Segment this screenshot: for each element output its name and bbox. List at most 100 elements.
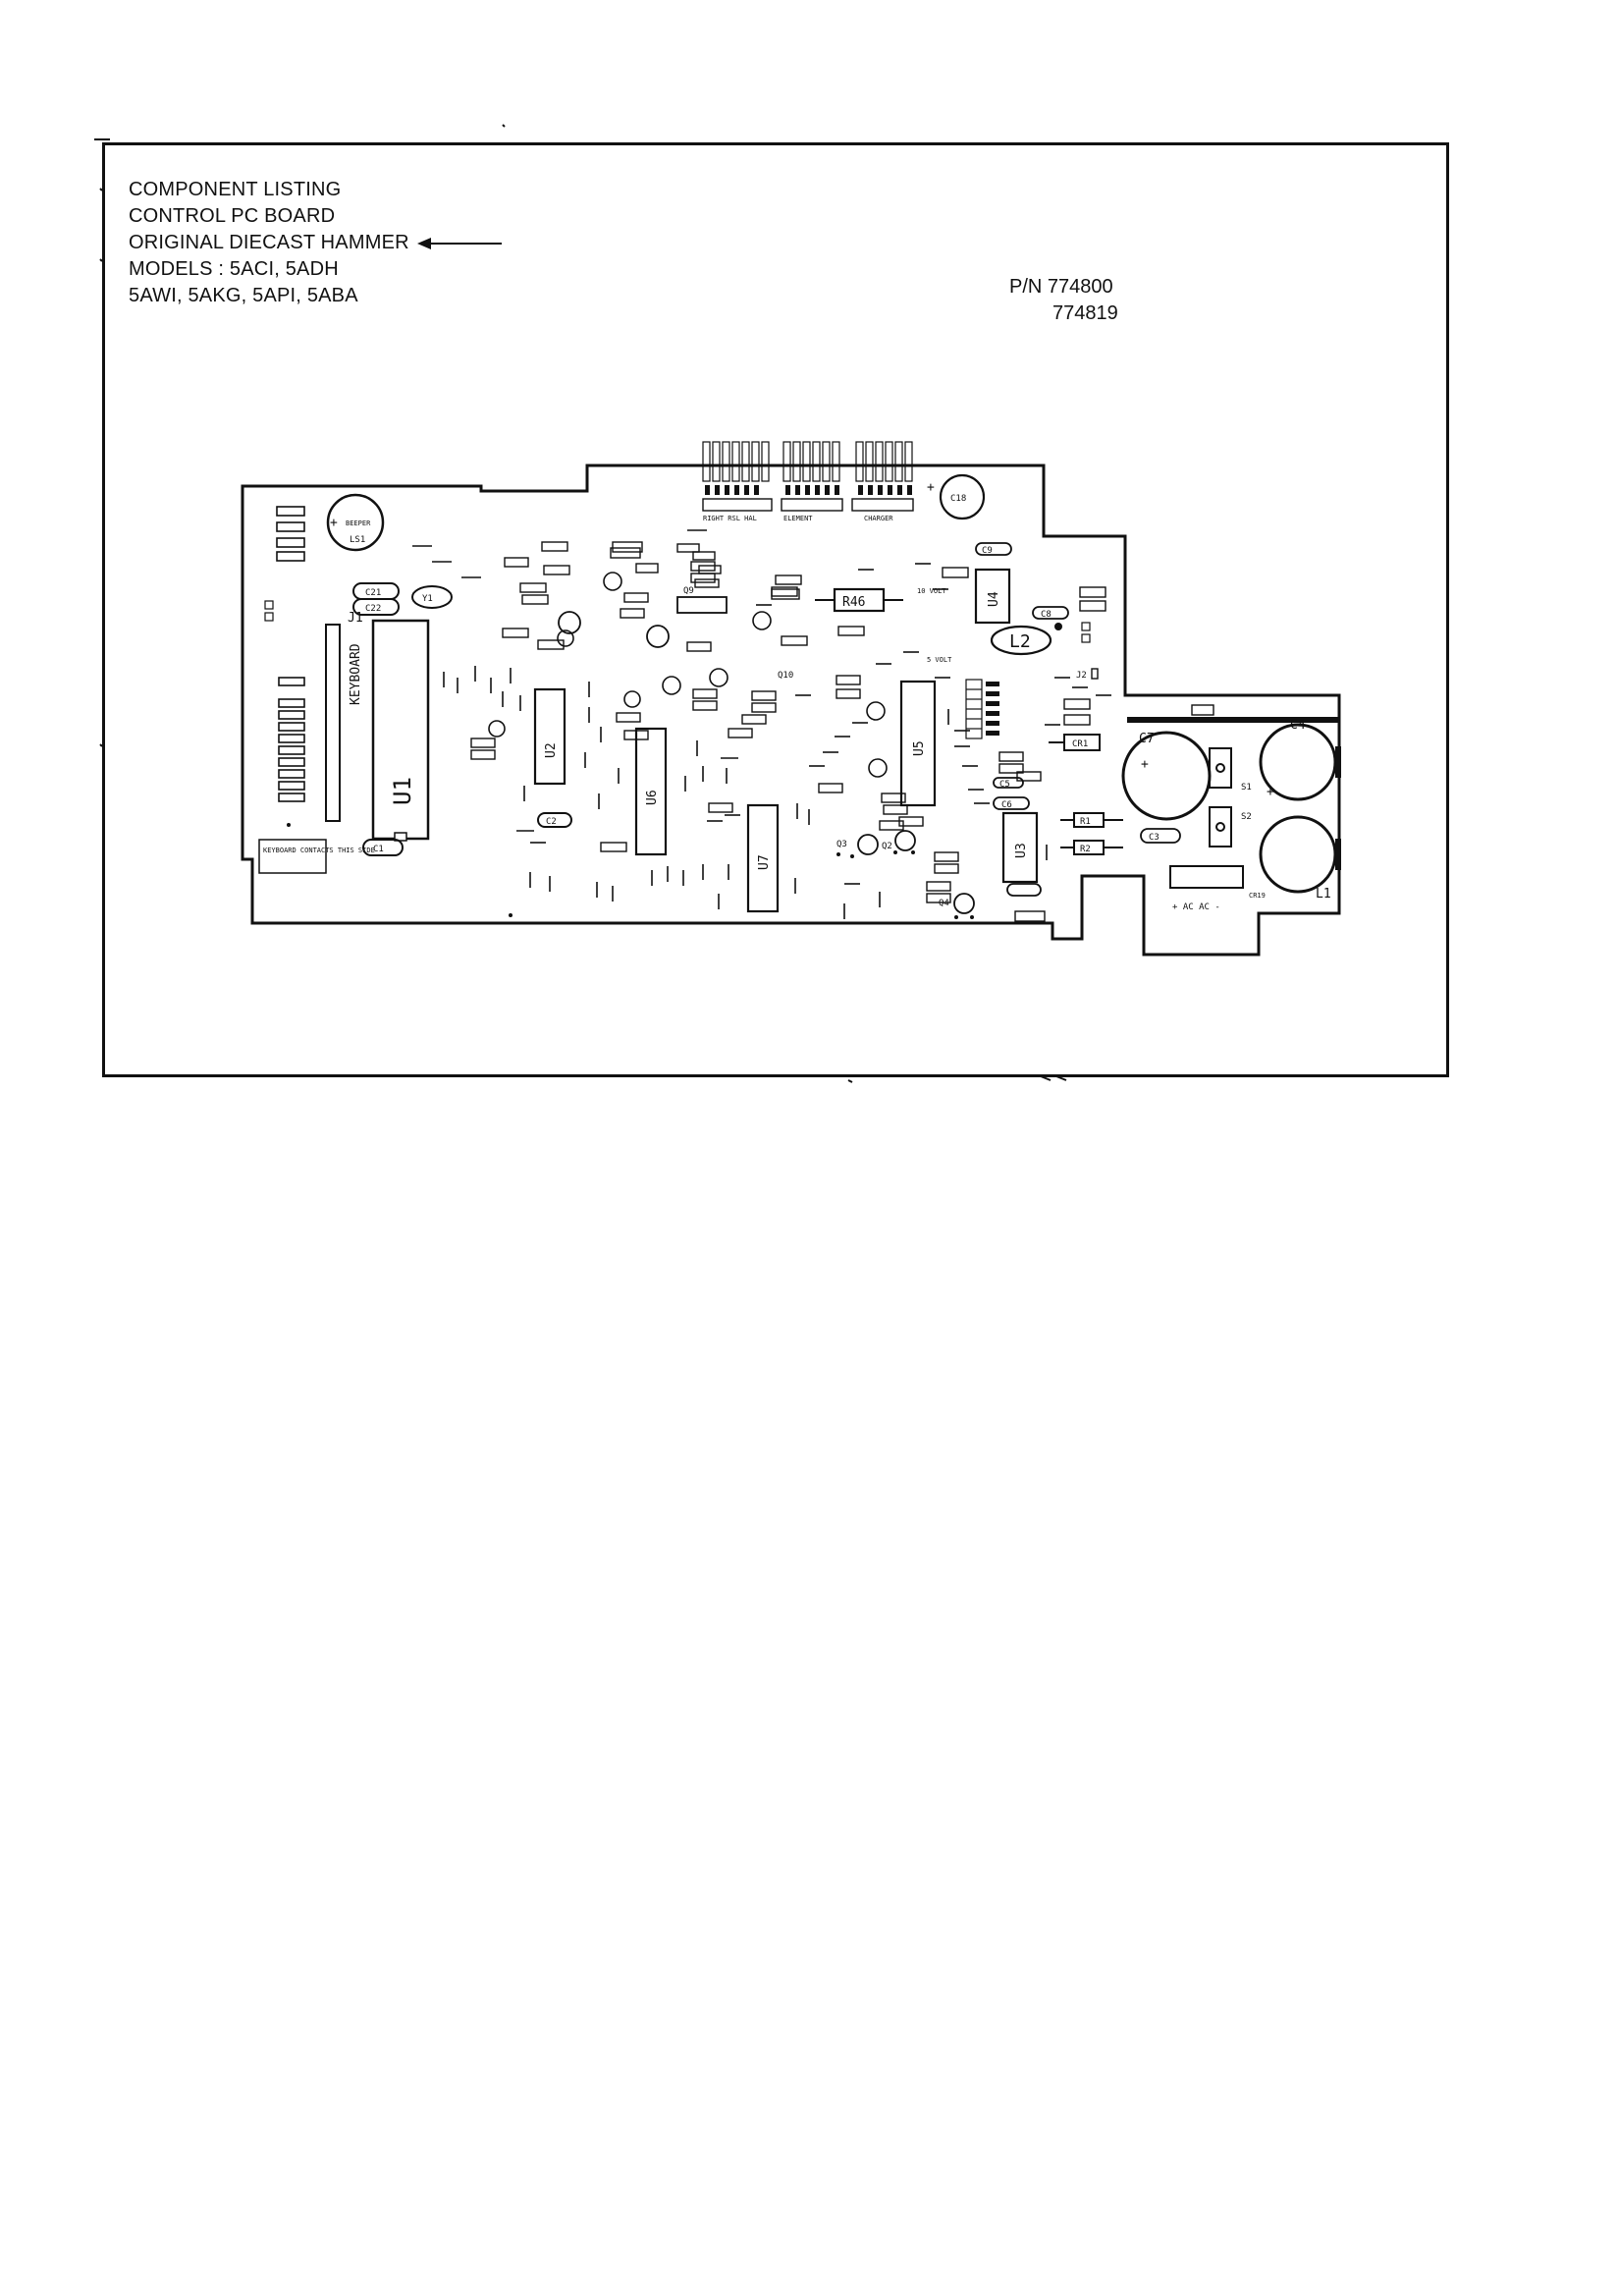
element-label: ELEMENT [783, 515, 813, 522]
ic-u6: U6 [634, 727, 668, 856]
part-number-block: P/N 774800 774819 [1009, 274, 1118, 327]
header-models: MODELS : 5ACI, 5ADH [129, 258, 339, 280]
top-connector-pads [705, 485, 912, 495]
c8-label: C8 [1041, 610, 1052, 620]
s1-label: S1 [1241, 783, 1252, 793]
svg-text:+: + [927, 480, 935, 495]
cap-c4: C4 + [1259, 718, 1341, 801]
crystal-group [352, 582, 453, 616]
q10-label: Q10 [778, 671, 793, 681]
connector-j1: J1 KEYBOARD [325, 611, 363, 822]
c1-label: C1 [373, 845, 384, 854]
c6-label: C6 [1001, 800, 1012, 810]
keyboard-label: KEYBOARD [349, 643, 363, 705]
keyboard-contacts-box: KEYBOARD CONTACTS THIS SIDE [258, 839, 375, 874]
beeper-ls1: BEEPER LS1 + [326, 493, 385, 552]
inductor-l2: L2 [990, 623, 1062, 656]
top-connector-pins [702, 441, 913, 482]
scan-marks [94, 124, 1067, 1083]
resistor-r46: R46 [815, 587, 903, 613]
header-subtitle: CONTROL PC BOARD [129, 205, 336, 227]
ten-volt-label: 10 VOLT [917, 587, 946, 595]
board-outline [241, 464, 1341, 957]
jumper-array [965, 679, 983, 739]
header-block: COMPONENT LISTING CONTROL PC BOARD ORIGI… [129, 177, 504, 309]
u3-label: U3 [1014, 843, 1029, 858]
c7-label: C7 [1139, 732, 1155, 746]
q3-label: Q3 [836, 840, 847, 849]
switches [1209, 747, 1232, 847]
q4-label: Q4 [939, 899, 949, 908]
small-round-parts [488, 572, 888, 778]
ic-u2: U2 [533, 687, 566, 786]
header-title: COMPONENT LISTING [129, 179, 342, 200]
ls1-label: LS1 [350, 535, 365, 545]
heatsink-bar [1127, 717, 1339, 723]
u6-label: U6 [645, 790, 660, 805]
u7-label: U7 [757, 854, 772, 870]
drawing-frame [102, 142, 1449, 1077]
c2-label: C2 [546, 817, 557, 827]
top-connector-sockets [702, 498, 914, 512]
r2-label: R2 [1080, 845, 1091, 854]
cap-c7: C7 + [1121, 731, 1212, 821]
l1-label: L1 [1316, 887, 1331, 902]
resistor-cluster [470, 541, 1214, 922]
c5-label: C5 [999, 780, 1010, 790]
c21-label: C21 [365, 588, 381, 598]
diode-resistor-group [1049, 734, 1123, 855]
ic-u7: U7 [746, 803, 780, 913]
cr19-label: CR19 [1249, 892, 1266, 900]
c22-label: C22 [365, 604, 381, 614]
u4-label: U4 [987, 591, 1001, 607]
u1-label: U1 [389, 777, 416, 805]
jumper-wires [412, 529, 1111, 919]
right-rsl-hal-label: RIGHT RSL HAL [703, 515, 757, 522]
ac-terminal: + AC AC - CR19 [1169, 865, 1266, 912]
l2-label: L2 [1009, 631, 1031, 652]
c3-label: C3 [1149, 833, 1160, 843]
ac-label: + AC AC - [1172, 902, 1220, 912]
u2-label: U2 [544, 742, 559, 758]
y1-label: Y1 [422, 594, 433, 604]
cr1-label: CR1 [1072, 739, 1088, 749]
ic-u3: U3 [1001, 811, 1039, 884]
ic-u4: U4 [974, 568, 1011, 625]
transistors [558, 596, 975, 914]
beeper-label: BEEPER [346, 519, 371, 527]
svg-text:+: + [330, 516, 338, 530]
svg-text:+: + [1141, 757, 1149, 772]
header-hammer-line: ORIGINAL DIECAST HAMMER [129, 230, 504, 256]
header-models-2: 5AWI, 5AKG, 5API, 5ABA [129, 285, 358, 306]
charger-label: CHARGER [864, 515, 893, 522]
keyboard-contacts-text: KEYBOARD CONTACTS THIS SIDE [263, 847, 375, 854]
inductor-l1: L1 [1259, 815, 1341, 902]
j2-label: J2 [1076, 671, 1087, 681]
jumper-array-fill [986, 682, 999, 736]
pad-dots [287, 823, 974, 919]
five-volt-label: 5 VOLT [927, 656, 952, 664]
u5-label: U5 [912, 740, 927, 756]
caps-c1-c2 [362, 812, 572, 856]
diode-cluster [610, 543, 800, 600]
header-hammer-text: ORIGINAL DIECAST HAMMER [129, 232, 409, 253]
cap-c18: C18 + [927, 473, 986, 520]
part-number-alt: 774819 [1052, 302, 1118, 324]
small-squares-right [264, 600, 1091, 643]
c18-label: C18 [950, 494, 966, 504]
small-caps-right [975, 542, 1181, 897]
ic-u5: U5 [899, 680, 937, 807]
s2-label: S2 [1241, 812, 1252, 822]
resistor-bank-left [276, 506, 305, 802]
c9-label: C9 [982, 546, 993, 556]
ic-u1: U1 [371, 619, 430, 842]
left-arrow-icon [416, 237, 502, 249]
r46-label: R46 [842, 595, 865, 610]
c4-label: C4 [1290, 718, 1306, 733]
svg-text:+: + [1267, 785, 1274, 799]
q2-label: Q2 [882, 842, 892, 851]
part-number: P/N 774800 [1009, 276, 1113, 298]
q9-label: Q9 [683, 586, 694, 596]
r1-label: R1 [1080, 817, 1091, 827]
